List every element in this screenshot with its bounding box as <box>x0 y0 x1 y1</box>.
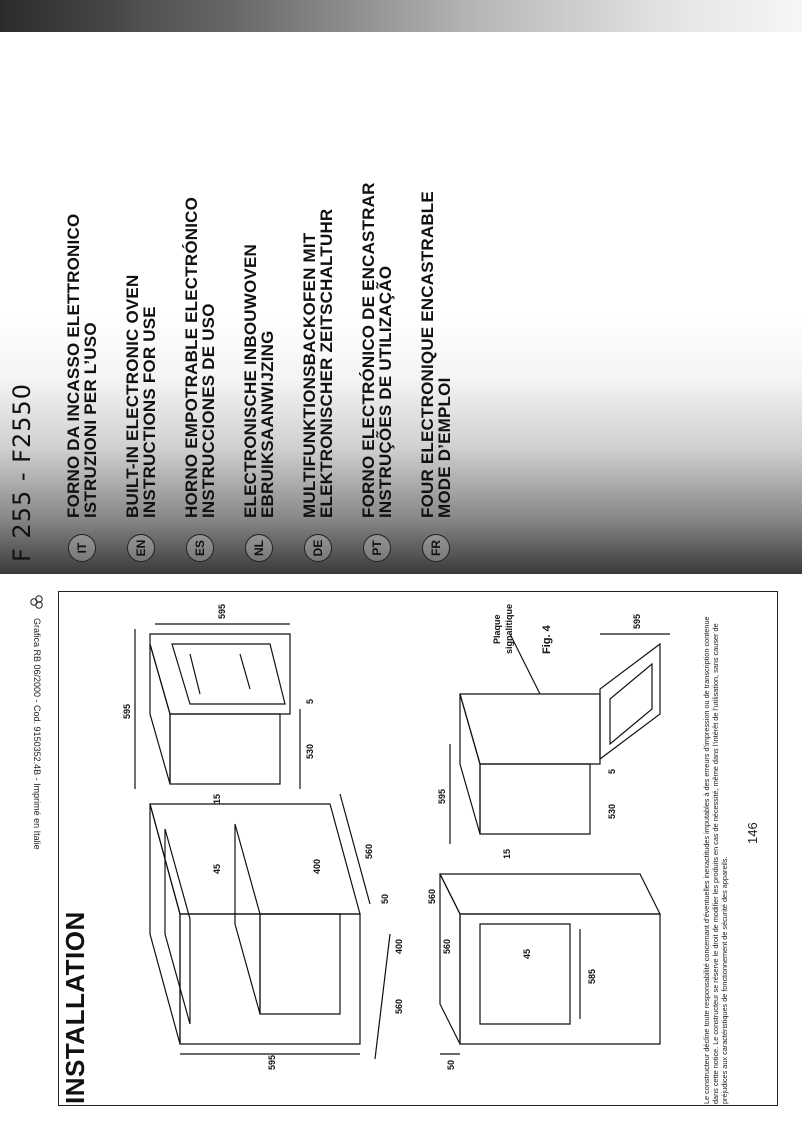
plate-label: Plaque <box>492 614 502 644</box>
language-item-en: EN BUILT-IN ELECTRONIC OVEN INSTRUCTIONS… <box>111 42 170 562</box>
language-badge-fr: FR <box>421 534 450 562</box>
language-title: FORNO DA INCASSO ELETTRONICO <box>63 213 83 518</box>
language-badge-pt: PT <box>362 534 391 562</box>
installation-title: INSTALLATION <box>60 911 90 1104</box>
dim-label: 15 <box>502 849 512 859</box>
page-number: 146 <box>745 822 760 844</box>
language-item-nl: NL ELECTRONISCHE INBOUWOVEN EBRUIKSAANWI… <box>229 42 288 562</box>
language-badge-de: DE <box>303 534 332 562</box>
language-badge-it: IT <box>67 534 96 562</box>
dim-label: 530 <box>607 804 617 819</box>
language-title: HORNO EMPOTRABLE ELECTRÓNICO <box>181 196 201 518</box>
figure-label: Fig. 4 <box>541 624 553 654</box>
dim-label: 595 <box>122 704 132 719</box>
disclaimer-text: Le constructeur décline toute responsabi… <box>702 616 729 1104</box>
dim-label: 560 <box>364 844 374 859</box>
language-title: ELECTRONISCHE INBOUWOVEN <box>240 244 260 518</box>
dim-label: 530 <box>305 744 315 759</box>
language-item-de: DE MULTIFUNKTIONSBACKOFEN MIT ELEKTRONIS… <box>288 42 347 562</box>
language-title: MULTIFUNKTIONSBACKOFEN MIT <box>299 232 319 518</box>
language-subtitle: ISTRUZIONI PER L’USO <box>80 322 100 518</box>
language-badge-nl: NL <box>244 534 273 562</box>
dim-label: 45 <box>522 949 532 959</box>
dim-label: 560 <box>442 939 452 954</box>
language-item-it: IT FORNO DA INCASSO ELETTRONICO ISTRUZIO… <box>52 42 111 562</box>
dim-label: 595 <box>632 614 642 629</box>
dim-label: 595 <box>217 604 227 619</box>
dim-label: 45 <box>212 864 222 874</box>
language-title: BUILT-IN ELECTRONIC OVEN <box>122 274 142 518</box>
language-subtitle: INSTRUCCIONES DE USO <box>198 303 218 518</box>
installation-diagram-undercounter: 50 585 560 560 45 15 595 595 530 5 Plaqu… <box>427 604 670 1070</box>
dim-label: 595 <box>267 1055 277 1070</box>
dim-label: 5 <box>607 769 617 774</box>
dim-label: 15 <box>212 794 222 804</box>
recycle-icon <box>30 595 43 609</box>
language-item-pt: PT FORNO ELECTRÓNICO DE ENCASTRAR INSTRU… <box>347 42 406 562</box>
dim-label: 560 <box>427 889 437 904</box>
installation-diagram-column: 595 560 560 400 400 15 45 50 595 595 530… <box>122 604 404 1070</box>
language-item-es: ES HORNO EMPOTRABLE ELECTRÓNICO INSTRUCC… <box>170 42 229 562</box>
language-subtitle: ELEKTRONISCHER ZEITSCHALTUHR <box>316 208 336 518</box>
language-item-fr: FR FOUR ELECTRONIQUE ENCASTRABLE MODE D’… <box>406 42 465 562</box>
plate-label: signalitique <box>504 604 514 654</box>
dim-label: 560 <box>394 999 404 1014</box>
language-subtitle: INSTRUCTIONS FOR USE <box>139 306 159 518</box>
print-code-text: Grafica RB 06/2000 - Cod. 9150352.4B - I… <box>32 618 42 850</box>
dim-label: 5 <box>305 699 315 704</box>
dim-label: 400 <box>312 859 322 874</box>
language-list: IT FORNO DA INCASSO ELETTRONICO ISTRUZIO… <box>52 42 465 562</box>
language-subtitle: INSTRUÇÕES DE UTILIZAÇÃO <box>375 265 395 518</box>
language-title: FORNO ELECTRÓNICO DE ENCASTRAR <box>358 182 378 518</box>
dim-label: 50 <box>380 894 390 904</box>
dim-label: 595 <box>437 789 447 804</box>
language-badge-en: EN <box>126 534 155 562</box>
gradient-band <box>0 0 802 32</box>
print-info: Grafica RB 06/2000 - Cod. 9150352.4B - I… <box>30 594 44 1114</box>
language-title: FOUR ELECTRONIQUE ENCASTRABLE <box>417 191 437 518</box>
language-subtitle: EBRUIKSAANWIJZING <box>257 330 277 518</box>
language-subtitle: MODE D’EMPLOI <box>434 377 454 519</box>
model-code-handwritten: F 255 - F2550 <box>8 382 36 562</box>
dim-label: 50 <box>446 1060 456 1070</box>
language-badge-es: ES <box>185 534 214 562</box>
dim-label: 400 <box>394 939 404 954</box>
dim-label: 585 <box>587 969 597 984</box>
